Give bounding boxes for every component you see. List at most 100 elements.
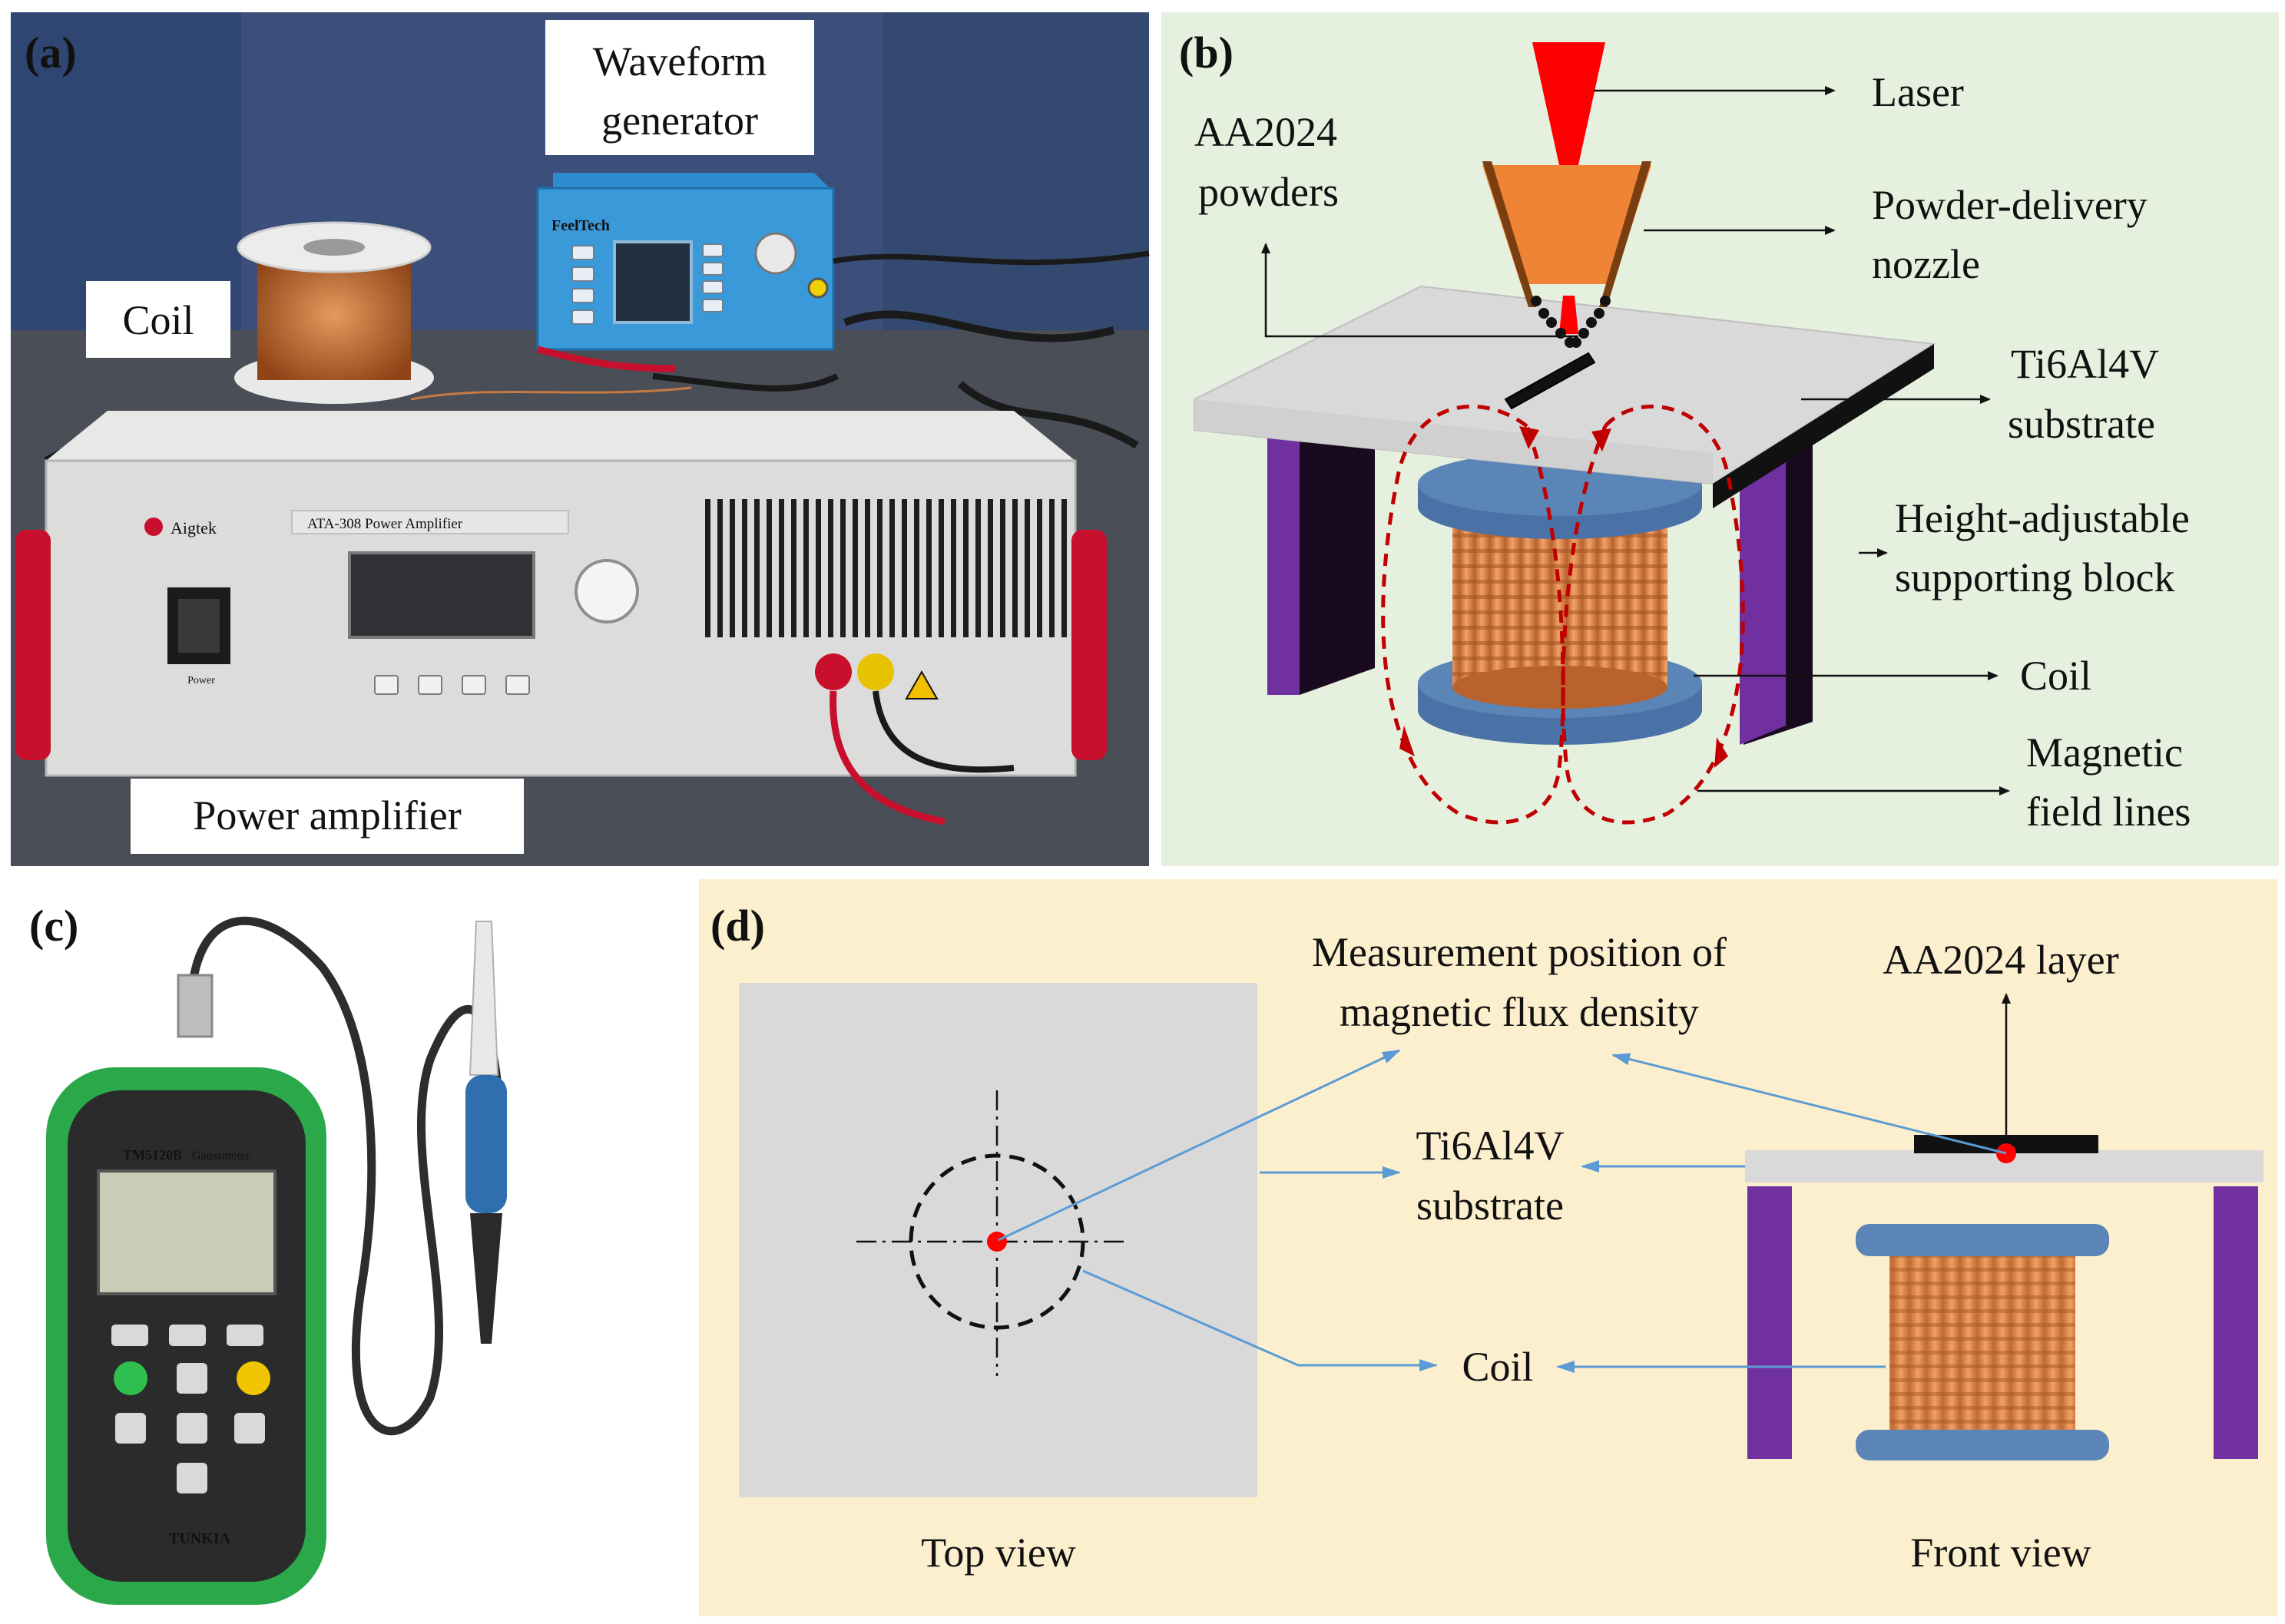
label-front-view: Front view: [1910, 1530, 2091, 1576]
label-substrate-2: substrate: [2008, 401, 2155, 447]
powder-particle: [1594, 308, 1604, 319]
vent-slot: [1049, 499, 1055, 637]
vent-slot: [1012, 499, 1018, 637]
vent-slot: [1037, 499, 1042, 637]
top-view: [739, 983, 1257, 1497]
vent-slot: [865, 499, 870, 637]
vent-slot: [1000, 499, 1005, 637]
label-layer: AA2024 layer: [1883, 937, 2118, 983]
vent-slot: [803, 499, 809, 637]
label-waveform-2: generator: [601, 98, 758, 144]
vent-slot: [1061, 499, 1067, 637]
generator-keys: [571, 243, 724, 325]
warning-sign: [905, 670, 939, 700]
vent-slot: [730, 499, 735, 637]
label-top-view: Top view: [921, 1530, 1076, 1576]
vent-slot: [902, 499, 907, 637]
amplifier-brand: Aigtek: [171, 518, 217, 537]
label-field-1: Magnetic: [2026, 729, 2183, 776]
magnetic-field-lines: [1381, 404, 1745, 825]
vent-slot: [914, 499, 919, 637]
label-field-2: field lines: [2026, 789, 2191, 835]
front-support-left: [1747, 1186, 1792, 1459]
label-powders-1: AA2024: [1194, 109, 1337, 155]
probe-cable: [187, 916, 504, 1436]
label-coil-d: Coil: [1462, 1344, 1533, 1390]
probe-connector: [177, 974, 214, 1038]
generator-output-connector: [807, 277, 829, 299]
vent-slot: [963, 499, 969, 637]
vent-slot: [791, 499, 796, 637]
label-waveform-1: Waveform: [593, 38, 767, 84]
vent-slot: [889, 499, 895, 637]
leader-lines-b: [1261, 86, 2010, 795]
zero-button: [237, 1361, 270, 1395]
output-terminal-red: [815, 653, 852, 690]
gaussmeter-model: TM5120B: [123, 1147, 182, 1163]
handle-left: [15, 530, 51, 760]
vent-slot: [853, 499, 858, 637]
front-coil-top-flange: [1856, 1224, 2109, 1256]
laser-beam: [1532, 42, 1605, 334]
label-measurement-2: magnetic flux density: [1340, 989, 1699, 1035]
label-box-coil: [86, 281, 230, 358]
panel-b: (b): [1161, 12, 2279, 866]
coil-spool: [234, 221, 434, 404]
supporting-block-right: [1740, 430, 1813, 745]
supporting-block-left: [1267, 434, 1375, 695]
label-substrate-d-1: Ti6Al4V: [1416, 1123, 1564, 1169]
amplifier-display: [348, 551, 535, 639]
coil-winding-bottom: [1452, 666, 1667, 709]
vent-slot: [816, 499, 821, 637]
generator-display: [613, 240, 693, 324]
leader-lines-d: [998, 1049, 2007, 1373]
gaussmeter-screen: [97, 1169, 277, 1295]
vent-slot: [926, 499, 932, 637]
amplifier-knob: [575, 559, 639, 623]
label-block-2: supporting block: [1895, 554, 2174, 600]
vent-slot: [951, 499, 956, 637]
gaussmeter: TM5120B Gaussmeter TUNKIA: [46, 1067, 326, 1605]
panel-c: (c) TM5120B Gaussmeter: [11, 875, 687, 1616]
brand-logo: [144, 518, 163, 536]
panel-b-letter: (b): [1179, 28, 1234, 78]
plate-right-edge: [1713, 344, 1934, 508]
spool-hole: [303, 239, 365, 256]
model-strip: [291, 510, 569, 534]
vent-slot: [767, 499, 772, 637]
label-block-1: Height-adjustable: [1895, 495, 2190, 541]
panel-c-letter: (c): [29, 901, 78, 951]
cables-foreground: [410, 250, 1150, 825]
vent-slot: [975, 499, 981, 637]
front-view: [1745, 1135, 2263, 1460]
label-powders-2: powders: [1198, 169, 1339, 215]
powder-particle: [1586, 317, 1597, 328]
powder-particle: [1571, 337, 1581, 348]
powder-delivery-nozzle: [1482, 161, 1651, 307]
vent-slot: [1025, 499, 1030, 637]
label-coil: Coil: [122, 297, 194, 343]
amplifier-buttons: [374, 675, 530, 695]
amplifier-top: [46, 411, 1075, 461]
vent-slot: [742, 499, 747, 637]
label-measurement-1: Measurement position of: [1312, 929, 1727, 975]
label-nozzle-2: nozzle: [1872, 241, 1980, 287]
deposited-track: [1504, 352, 1596, 410]
front-coil-winding: [1889, 1256, 2075, 1431]
panel-a: Aigtek ATA-308 Power Amplifier Power: [11, 12, 1150, 866]
vent-slot: [877, 499, 883, 637]
label-box-amplifier: [131, 779, 524, 854]
vent-slot: [717, 499, 723, 637]
powder-particle: [1538, 308, 1549, 319]
hall-probe: [465, 921, 507, 1344]
panel-d-letter: (d): [710, 901, 765, 951]
vent-slot: [840, 499, 846, 637]
plate-front-edge: [1194, 399, 1713, 484]
label-power-amplifier: Power amplifier: [193, 792, 461, 838]
powder-particle: [1578, 328, 1589, 339]
handle-right: [1071, 530, 1107, 760]
label-box-waveform: [545, 20, 814, 155]
panel-d: (d): [699, 879, 2277, 1616]
vent-slot: [988, 499, 993, 637]
